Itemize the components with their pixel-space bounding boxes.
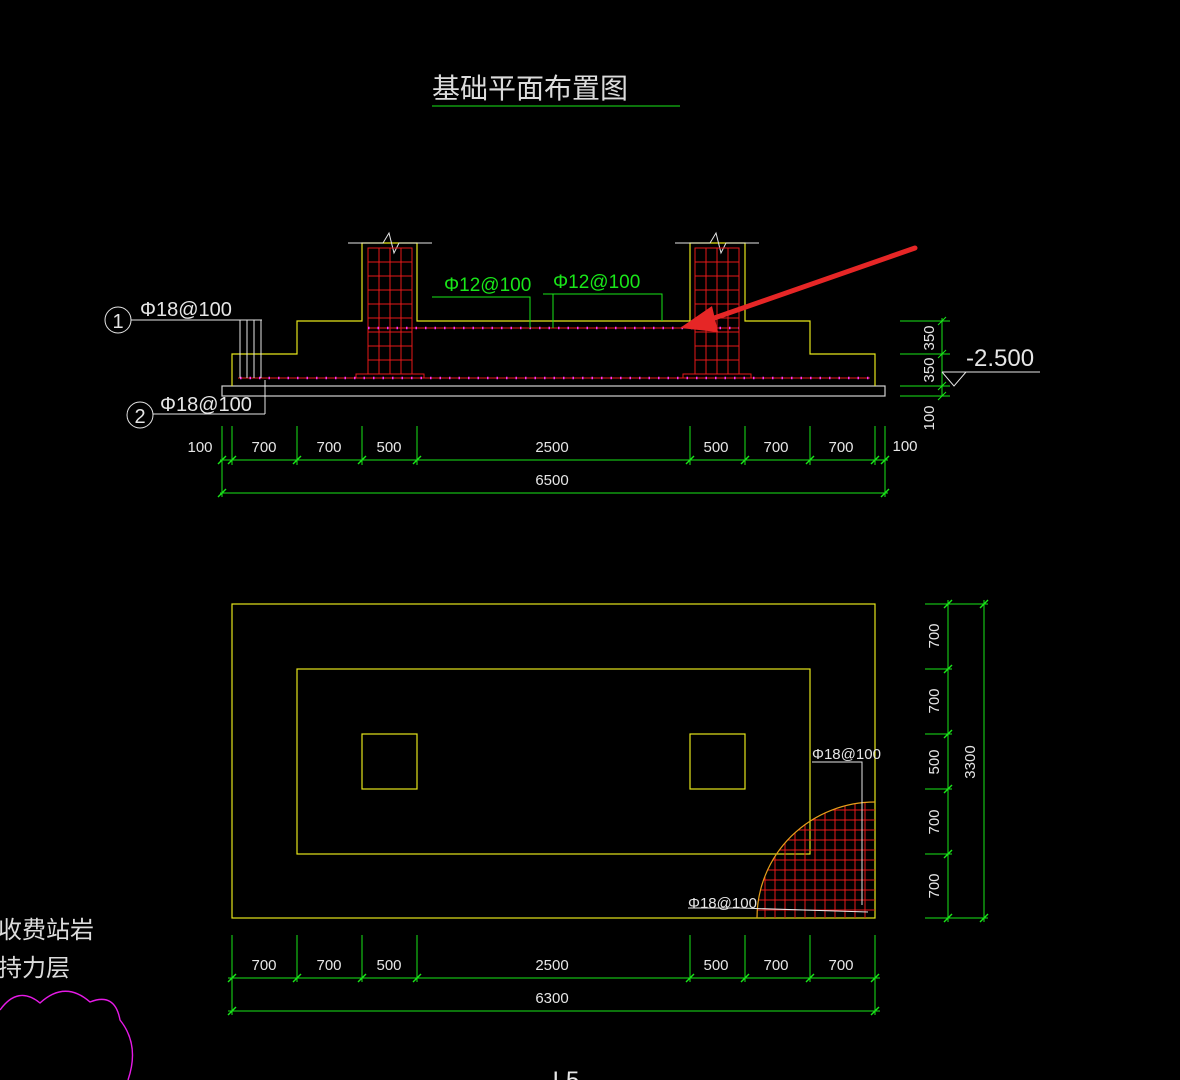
column-rebar-left bbox=[355, 247, 425, 378]
plan-overall-dim: 6300 bbox=[535, 990, 568, 1007]
side-note: 收费站岩 持力层 bbox=[0, 916, 94, 982]
section-hdim-9: 100 bbox=[892, 438, 917, 455]
section-hdim-3: 700 bbox=[316, 439, 341, 456]
rebar-label-bottom-2: Φ18@100 bbox=[160, 394, 252, 416]
plan-vdim-5: 700 bbox=[926, 873, 943, 898]
plan-column-right bbox=[689, 733, 746, 790]
plan-vertical-dimension bbox=[925, 599, 989, 923]
drawing-title: 基础平面布置图 bbox=[432, 72, 680, 107]
rebar-label-top-1: Φ12@100 bbox=[444, 275, 531, 296]
plan-column-left bbox=[361, 733, 418, 790]
plan-view: Φ18@100 Φ18@100 700 700 500 2500 bbox=[227, 599, 989, 1016]
plan-hdim-6: 700 bbox=[763, 957, 788, 974]
plan-vdim-3: 500 bbox=[926, 749, 943, 774]
plan-outer-step bbox=[231, 603, 876, 919]
plan-hdim-2: 700 bbox=[316, 957, 341, 974]
callout-1-number: 1 bbox=[112, 311, 123, 333]
section-overall-dim: 6500 bbox=[535, 472, 568, 489]
plan-horizontal-dimension bbox=[227, 935, 880, 1016]
title-text: 基础平面布置图 bbox=[432, 72, 628, 105]
rebar-label-top-2: Φ12@100 bbox=[553, 272, 640, 293]
leader-top-rebar bbox=[432, 293, 663, 328]
plan-vdim-1: 700 bbox=[926, 623, 943, 648]
plan-inner-step bbox=[296, 668, 811, 855]
callout-1-circle bbox=[104, 306, 132, 334]
section-view: 1 Φ18@100 2 Φ18@100 Φ12@100 Φ12@100 bbox=[104, 231, 1040, 498]
section-hdim-6: 500 bbox=[703, 439, 728, 456]
base-slab bbox=[221, 385, 886, 397]
plan-vdim-4: 700 bbox=[926, 809, 943, 834]
plan-rebar-leaders bbox=[688, 761, 869, 913]
plan-vdim-2: 700 bbox=[926, 688, 943, 713]
section-vdim-3: 100 bbox=[921, 405, 938, 430]
section-vdim-1: 350 bbox=[921, 325, 938, 350]
plan-rebar-quadrant bbox=[756, 801, 876, 919]
plan-hdim-4: 2500 bbox=[535, 957, 568, 974]
plan-rebar-label-1: Φ18@100 bbox=[812, 746, 881, 763]
revision-cloud bbox=[0, 990, 134, 1080]
leader-callout-2 bbox=[153, 380, 266, 415]
section-hdim-5: 2500 bbox=[535, 439, 568, 456]
section-horizontal-dimension bbox=[217, 426, 890, 498]
side-note-line-1: 收费站岩 bbox=[0, 916, 94, 944]
section-hdim-1: 100 bbox=[187, 439, 212, 456]
level-mark-text: -2.500 bbox=[966, 345, 1034, 372]
pointer-arrow bbox=[680, 245, 918, 332]
column-rebar-right bbox=[682, 247, 752, 378]
section-hdim-7: 700 bbox=[763, 439, 788, 456]
column-right-break bbox=[675, 231, 759, 255]
section-hdim-2: 700 bbox=[251, 439, 276, 456]
rebar-label-bottom-1: Φ18@100 bbox=[140, 299, 232, 321]
callout-2-number: 2 bbox=[134, 406, 145, 428]
plan-hdim-1: 700 bbox=[251, 957, 276, 974]
plan-rebar-label-2: Φ18@100 bbox=[688, 895, 757, 912]
side-note-line-2: 持力层 bbox=[0, 954, 70, 982]
plan-hdim-3: 500 bbox=[376, 957, 401, 974]
plan-overall-vdim: 3300 bbox=[962, 745, 979, 778]
column-left-break bbox=[348, 231, 432, 255]
sheet-mark: L5 bbox=[553, 1067, 580, 1080]
plan-hdim-7: 700 bbox=[828, 957, 853, 974]
level-marker bbox=[941, 371, 1040, 387]
section-vertical-dimension bbox=[900, 316, 950, 401]
callout-2-circle bbox=[126, 401, 154, 429]
leader-callout-1 bbox=[131, 319, 262, 378]
section-hdim-4: 500 bbox=[376, 439, 401, 456]
section-vdim-2: 350 bbox=[921, 357, 938, 382]
section-hdim-8: 700 bbox=[828, 439, 853, 456]
plan-hdim-5: 500 bbox=[703, 957, 728, 974]
